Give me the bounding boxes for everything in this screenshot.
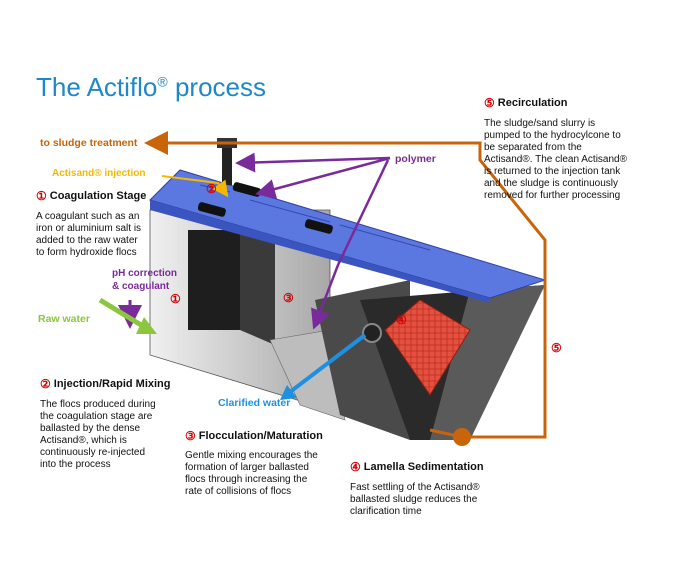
lamella-pack	[384, 299, 471, 396]
tank-body	[149, 209, 545, 440]
stage-number: ⑤	[484, 96, 495, 110]
stage-description: Gentle mixing encourages the formation o…	[185, 450, 335, 498]
coagulant-label: & coagulant	[112, 281, 170, 292]
stage-heading: Injection/Rapid Mixing	[53, 378, 171, 390]
marker-1: ①	[170, 292, 181, 306]
polymer-label: polymer	[395, 153, 436, 165]
raw-water-arrow	[98, 297, 157, 334]
stage-number: ②	[40, 377, 51, 391]
desc-line: A coagulant such as an	[36, 211, 140, 222]
polymer-arrow-mid	[255, 156, 391, 199]
desc-line: and the sludge is continuously	[484, 178, 618, 189]
desc-line: pumped to the hydrocylcone to	[484, 130, 621, 141]
desc-line: clarification time	[350, 506, 422, 517]
stage-number: ④	[350, 460, 361, 474]
title-suffix: process	[167, 72, 266, 102]
stage-heading: Coagulation Stage	[49, 190, 147, 202]
marker-5: ⑤	[551, 341, 562, 355]
desc-line: The sludge/sand slurry is	[484, 118, 596, 129]
stage-heading: Recirculation	[497, 97, 568, 109]
tank-cover	[149, 169, 547, 303]
ph-correction-label: pH correction	[112, 268, 178, 279]
desc-line: Actisand®, which is	[40, 435, 127, 446]
actisand-injection-label: Actisand® injection	[52, 168, 146, 179]
desc-line: Gentle mixing encourages the	[185, 450, 318, 461]
stage-heading: Lamella Sedimentation	[363, 461, 484, 473]
recirculation-line	[144, 131, 547, 439]
desc-line: Fast settling of the Actisand®	[350, 482, 480, 493]
desc-line: removed for further processing	[484, 190, 621, 201]
desc-line: The flocs produced during	[40, 399, 156, 410]
sludge-treatment-label: to sludge treatment	[40, 137, 138, 149]
raw-water-label: Raw water	[38, 313, 90, 325]
polymer-arrow-floc	[311, 159, 390, 330]
desc-line: the coagulation stage are	[40, 411, 153, 422]
desc-line: is returned to the injection tank	[484, 166, 621, 177]
desc-line: rate of collisions of flocs	[185, 486, 292, 497]
outlet-pipe	[362, 323, 382, 343]
desc-line: added to the raw water	[36, 235, 138, 246]
desc-line: ballasted sludge reduces the	[350, 494, 478, 505]
actisand-injection-arrow	[161, 175, 229, 198]
clarified-water-label: Clarified water	[218, 397, 291, 409]
desc-line: ballasted by the dense	[40, 423, 141, 434]
desc-line: flocs through increasing the	[185, 474, 308, 485]
desc-line: continuously re-injected	[40, 447, 146, 458]
stage-description: Fast settling of the Actisand® ballasted…	[350, 482, 500, 518]
desc-line: into the process	[40, 459, 111, 470]
stage-description: The sludge/sand slurry is pumped to the …	[484, 118, 629, 202]
marker-3: ③	[283, 291, 294, 305]
desc-line: to form hydroxide flocs	[36, 247, 137, 258]
polymer-arrow-top	[235, 152, 391, 173]
page-title: The Actiflo® process	[36, 72, 266, 103]
stage-heading: Flocculation/Maturation	[198, 430, 323, 442]
desc-line: Actisand®. The clean Actisand®	[484, 154, 627, 165]
desc-line: iron or aluminium salt is	[36, 223, 142, 234]
clarified-water-arrow	[280, 333, 367, 400]
marker-2: ②	[206, 182, 217, 196]
desc-line: be separated from the	[484, 142, 582, 153]
stage-description: A coagulant such as an iron or aluminium…	[36, 211, 156, 259]
title-registered-mark: ®	[157, 73, 168, 90]
stage-number: ③	[185, 429, 196, 443]
title-text: The Actiflo	[36, 72, 158, 102]
stage-description: The flocs produced during the coagulatio…	[40, 399, 178, 471]
desc-line: formation of larger ballasted	[185, 462, 309, 473]
stage-number: ①	[36, 189, 47, 203]
marker-4: ④	[396, 313, 407, 327]
